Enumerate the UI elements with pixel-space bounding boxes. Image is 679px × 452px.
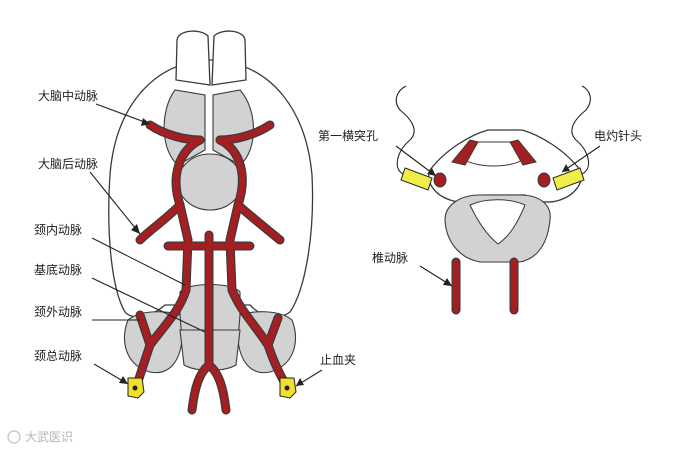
- wire-right: [572, 86, 591, 174]
- clamp-right-icon: [280, 378, 296, 398]
- hypothalamus: [178, 154, 242, 210]
- needle-left-icon: [401, 168, 432, 190]
- vertebra-view: [429, 130, 582, 262]
- label-needle: 电灼针头: [594, 128, 642, 143]
- label-foramen: 第一横突孔: [318, 128, 378, 143]
- atlas-vertebra: [429, 130, 582, 202]
- watermark-text: 大武医识: [25, 430, 73, 444]
- wire-left: [396, 86, 414, 174]
- label-pca: 大脑后动脉: [38, 156, 98, 171]
- watermark: 大武医识: [8, 430, 73, 444]
- label-ica: 颈内动脉: [34, 222, 82, 237]
- label-mca: 大脑中动脉: [38, 88, 98, 103]
- label-clamp: 止血夹: [320, 353, 356, 367]
- olfactory-bulb-left: [176, 31, 210, 85]
- label-eca: 颈外动脉: [34, 304, 82, 319]
- label-cca: 颈总动脉: [34, 348, 82, 363]
- olfactory-bulb-right: [212, 31, 246, 85]
- label-basilar: 基底动脉: [34, 262, 82, 277]
- label-vertebral: 椎动脉: [372, 250, 408, 265]
- vertebral-arteries: [456, 262, 514, 310]
- clamp-left-icon: [128, 378, 144, 398]
